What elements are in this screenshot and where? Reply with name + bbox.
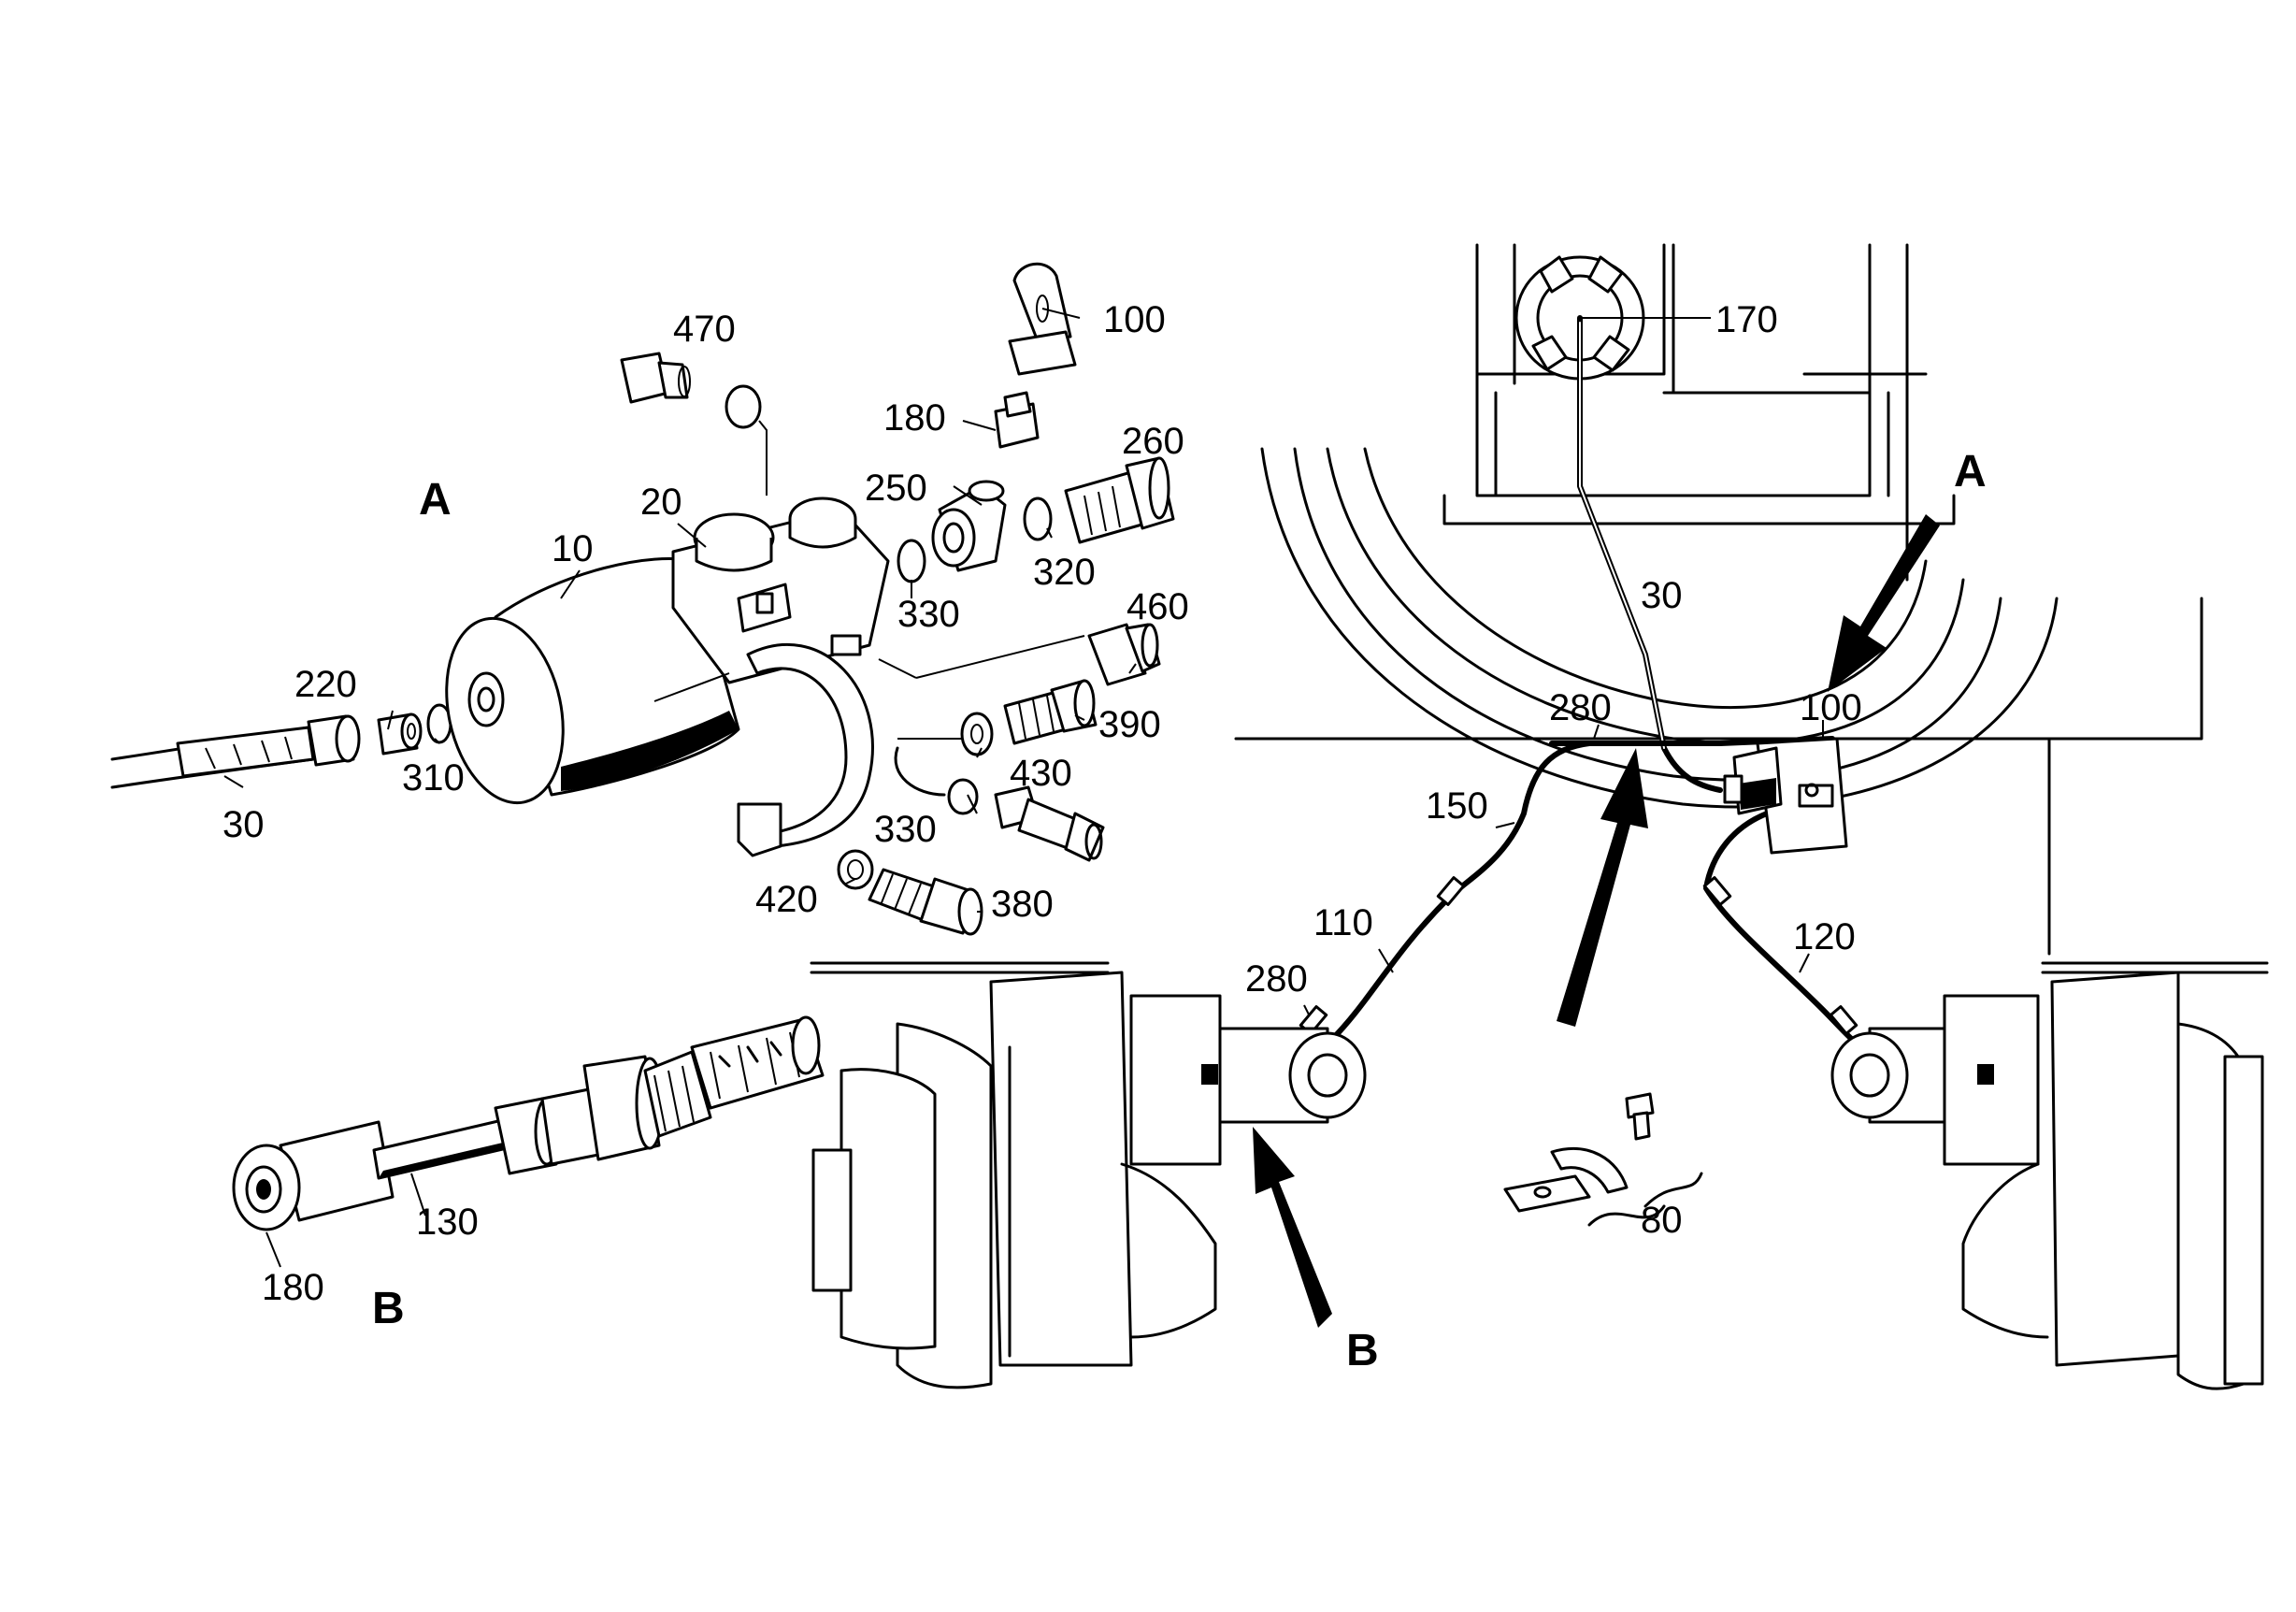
- banjo-fitting-250: [931, 480, 1007, 572]
- left-wheel-assembly: [810, 961, 1367, 1389]
- pipe-clip-80: [1503, 1092, 1703, 1227]
- union-150: [1436, 876, 1466, 906]
- label-170: 170: [1715, 299, 1778, 340]
- arrow-a-right: [1828, 514, 1940, 692]
- label-30-left: 30: [222, 804, 265, 845]
- part-numbers: 470 100 180 260 250 20 10 320 330 460 22…: [222, 299, 1987, 1375]
- label-100-right: 100: [1800, 687, 1862, 728]
- nipple-220: [377, 712, 423, 756]
- label-180-bottom: 180: [262, 1267, 324, 1308]
- label-320: 320: [1033, 552, 1096, 593]
- plug-470: [620, 352, 691, 404]
- banjo-bolt-260: [1064, 456, 1175, 544]
- label-110: 110: [1313, 902, 1373, 943]
- label-10: 10: [552, 528, 594, 569]
- section-b-left: B: [372, 1284, 405, 1333]
- label-100-top: 100: [1103, 299, 1166, 340]
- bleed-valve-100: [1008, 262, 1077, 376]
- arrow-up-center: [1557, 748, 1648, 1027]
- section-a-right: A: [1954, 447, 1987, 497]
- o-ring-470: [725, 384, 762, 429]
- label-470: 470: [673, 309, 736, 350]
- arrow-curve: [894, 746, 946, 797]
- leader-460b: [878, 658, 917, 679]
- section-b-right: B: [1346, 1326, 1379, 1375]
- right-wheel-assembly: [1830, 961, 2269, 1390]
- o-ring-320: [1023, 497, 1053, 541]
- leader-470: [758, 420, 768, 496]
- assembly-view: [810, 243, 2269, 1390]
- section-a-left: A: [419, 475, 452, 525]
- master-cylinder-unit-100: [1723, 737, 1848, 855]
- brake-pipe-150-110: [1231, 741, 1592, 1078]
- label-130: 130: [416, 1202, 479, 1243]
- exploded-parts-view: [110, 262, 1175, 1231]
- label-260: 260: [1122, 421, 1184, 462]
- o-ring-330b: [947, 778, 979, 815]
- plug-460: [1087, 623, 1161, 686]
- hose-end-130: [232, 1015, 825, 1231]
- arrow-b-right: [1253, 1127, 1332, 1328]
- leader-lines: [223, 308, 1824, 1268]
- frame-line: [1234, 597, 2203, 741]
- label-390: 390: [1098, 704, 1161, 745]
- bolt-380: [868, 868, 983, 936]
- label-120: 120: [1793, 916, 1856, 957]
- label-330-top: 330: [897, 594, 960, 635]
- label-420: 420: [755, 879, 818, 920]
- label-330-bottom: 330: [874, 809, 937, 850]
- label-430: 430: [1010, 753, 1072, 794]
- label-250: 250: [865, 468, 927, 509]
- label-20: 20: [640, 482, 682, 523]
- label-30-right: 30: [1641, 575, 1683, 616]
- label-80: 80: [1641, 1200, 1683, 1241]
- label-460: 460: [1126, 586, 1189, 627]
- label-180-top: 180: [883, 397, 946, 439]
- label-310: 310: [402, 757, 465, 799]
- bolt-390: [1003, 679, 1098, 745]
- mounting-bracket: [653, 634, 874, 857]
- pressure-switch: [994, 785, 1105, 862]
- o-ring-330a: [897, 539, 926, 583]
- leader-460: [915, 635, 1085, 679]
- hose-30: [110, 714, 361, 789]
- label-280-top: 280: [1549, 687, 1612, 728]
- label-150: 150: [1426, 785, 1488, 827]
- union-120: [1702, 876, 1732, 906]
- label-280-bottom: 280: [1245, 958, 1308, 1000]
- washer-430: [960, 712, 994, 756]
- label-220: 220: [294, 664, 357, 705]
- washer-420: [837, 849, 874, 890]
- label-380: 380: [991, 884, 1054, 925]
- union-120b: [1829, 1005, 1858, 1035]
- nipple-180: [994, 391, 1040, 449]
